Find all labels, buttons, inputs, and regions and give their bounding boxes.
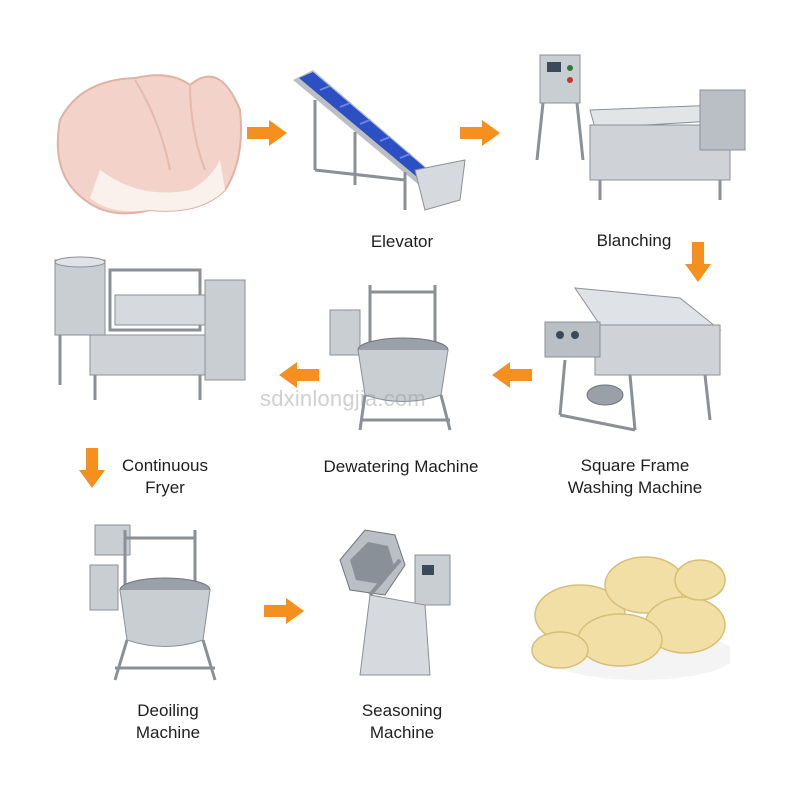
flow-arrow-down-2 <box>77 446 107 490</box>
deoiling-label: Deoiling Machine <box>108 700 228 744</box>
dewatering-image <box>325 280 475 440</box>
elevator-label: Elevator <box>352 231 452 253</box>
flow-arrow-down-1 <box>683 240 713 284</box>
pork-rinds-image <box>520 540 730 690</box>
continuous-fryer-image <box>50 255 265 410</box>
pork-skin-image <box>40 50 250 220</box>
blanching-image <box>525 50 755 215</box>
deoiling-image <box>85 520 235 690</box>
seasoning-label: Seasoning Machine <box>342 700 462 744</box>
washing-image <box>540 280 725 445</box>
watermark-text: sdxinlongjia.com <box>260 386 426 412</box>
dewatering-label: Dewatering Machine <box>306 456 496 478</box>
washing-label: Square Frame Washing Machine <box>552 455 718 499</box>
elevator-image <box>285 60 475 220</box>
continuous-fryer-label: Continuous Fryer <box>100 455 230 499</box>
flow-arrow-right-2 <box>458 118 502 148</box>
flow-arrow-right-1 <box>245 118 289 148</box>
blanching-label: Blanching <box>584 230 684 252</box>
flow-arrow-right-3 <box>262 596 306 626</box>
seasoning-image <box>330 520 455 690</box>
flow-arrow-left-2 <box>490 360 534 390</box>
